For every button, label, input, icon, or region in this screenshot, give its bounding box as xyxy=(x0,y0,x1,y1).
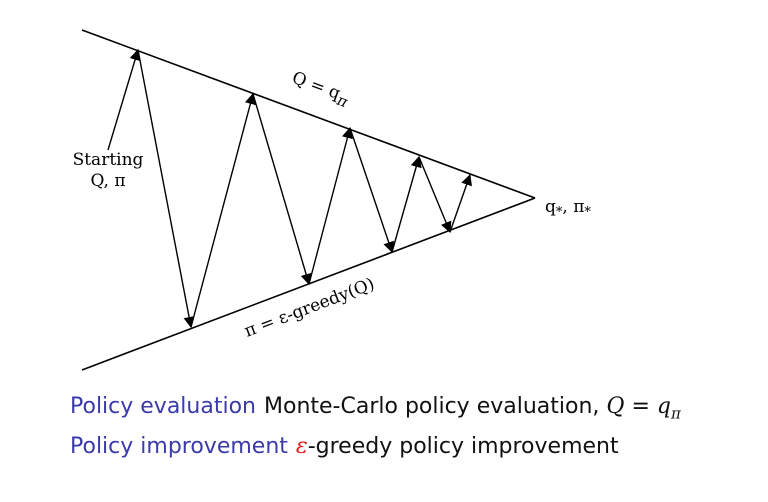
epsilon-symbol: ε xyxy=(295,434,308,459)
convergence-label-pi-sub: * xyxy=(584,205,591,220)
policy-evaluation-keyword: Policy evaluation xyxy=(70,394,256,419)
svg-text:Q = qπ: Q = qπ xyxy=(288,68,353,112)
arrow-up-2 xyxy=(308,126,353,285)
start-label-line1: Starting xyxy=(73,150,144,170)
convergence-label: q*, π* xyxy=(545,197,591,220)
arrow-up-1 xyxy=(190,92,256,328)
policy-improvement-keyword: Policy improvement xyxy=(70,434,288,459)
arrow-down-4 xyxy=(418,156,452,234)
arrow-down-2 xyxy=(252,93,312,286)
start-label-line2: Q, π xyxy=(90,171,125,191)
math-q-pi: q xyxy=(656,394,671,419)
math-equals: = xyxy=(624,394,657,419)
convergence-label-q-sub: * xyxy=(556,205,563,220)
legend-improvement-row: Policy improvement ε-greedy policy improv… xyxy=(70,434,619,459)
math-pi-subscript: π xyxy=(670,404,681,423)
arrow-start-up xyxy=(107,48,141,151)
math-q: Q xyxy=(606,394,625,419)
gpi-convergence-diagram: Starting Q, π Q = qπ π = ε-greedy(Q) q*,… xyxy=(73,29,591,371)
arrow-down-3 xyxy=(349,127,395,254)
top-line-label: Q = qπ xyxy=(288,68,353,112)
arrow-up-3 xyxy=(391,155,422,253)
legend-evaluation-row: Policy evaluation Monte-Carlo policy eval… xyxy=(70,394,681,422)
arrow-down-1 xyxy=(137,49,195,329)
top-line-label-main: Q = q xyxy=(289,68,343,104)
convergence-label-pi: , π xyxy=(562,197,584,217)
policy-evaluation-text: Monte-Carlo policy evaluation, xyxy=(264,394,607,419)
policy-improvement-text: -greedy policy improvement xyxy=(307,434,619,459)
arrow-up-4 xyxy=(449,173,472,233)
convergence-label-q: q xyxy=(545,197,556,217)
top-boundary-line xyxy=(81,29,536,199)
